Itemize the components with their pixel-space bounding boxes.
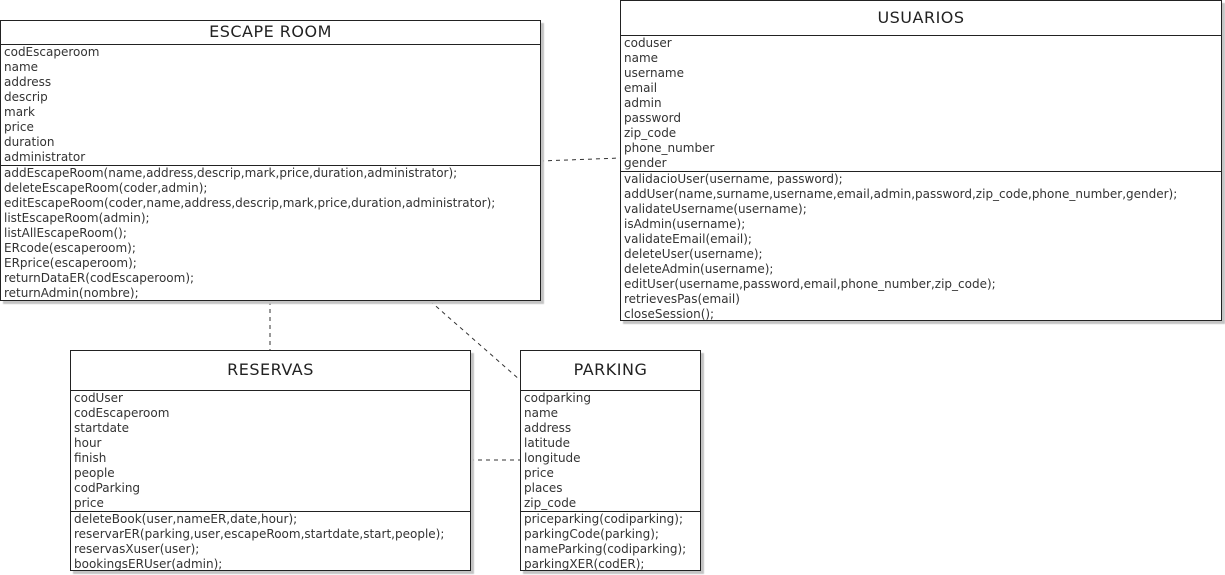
class-parking-attributes: codparking name address latitude longitu… [521, 391, 700, 512]
class-escape-room: ESCAPE ROOM codEscaperoom name address d… [0, 20, 541, 301]
operation: retrievesPas(email) [624, 292, 740, 306]
attribute: duration [4, 135, 55, 149]
attribute: address [524, 421, 572, 435]
attribute: hour [74, 436, 102, 450]
attribute: finish [74, 451, 107, 465]
class-escape-room-operations: addEscapeRoom(name,address,descrip,mark,… [1, 166, 540, 301]
attribute: gender [624, 156, 667, 170]
attribute: administrator [4, 150, 86, 164]
class-usuarios-operations: validacioUser(username, password); addUs… [621, 172, 1221, 322]
operation: addUser(name,surname,username,email,admi… [624, 187, 1178, 201]
attribute: price [74, 496, 104, 510]
class-reservas-title: RESERVAS [71, 351, 470, 391]
attribute: password [624, 111, 681, 125]
operation: reservasXuser(user); [74, 542, 200, 556]
operation: ERprice(escaperoom); [4, 256, 137, 270]
operation: editEscapeRoom(coder,name,address,descri… [4, 196, 496, 210]
attribute: places [524, 481, 563, 495]
attribute: name [524, 406, 559, 420]
class-usuarios-attributes: coduser name username email admin passwo… [621, 36, 1221, 172]
attribute: price [4, 120, 34, 134]
operation: validacioUser(username, password); [624, 172, 843, 186]
operation: validateUsername(username); [624, 202, 807, 216]
operation: validateEmail(email); [624, 232, 752, 246]
operation: returnAdmin(nombre); [4, 286, 139, 300]
attribute: longitude [524, 451, 581, 465]
operation: isAdmin(username); [624, 217, 746, 231]
class-parking: PARKING codparking name address latitude… [520, 350, 701, 571]
operation: listEscapeRoom(admin); [4, 211, 150, 225]
attribute: codEscaperoom [74, 406, 170, 420]
attribute: startdate [74, 421, 130, 435]
attribute: codUser [74, 391, 123, 405]
class-escape-room-attributes: codEscaperoom name address descrip mark … [1, 45, 540, 166]
class-reservas: RESERVAS codUser codEscaperoom startdate… [70, 350, 471, 571]
class-parking-operations: priceparking(codiparking); parkingCode(p… [521, 512, 700, 572]
operation: closeSession(); [624, 307, 715, 321]
attribute: price [524, 466, 554, 480]
attribute: codparking [524, 391, 591, 405]
operation: deleteBook(user,nameER,date,hour); [74, 512, 298, 526]
operation: bookingsERUser(admin); [74, 557, 223, 571]
operation: nameParking(codiparking); [524, 542, 687, 556]
attribute: phone_number [624, 141, 715, 155]
attribute: zip_code [524, 496, 577, 510]
class-usuarios-title: USUARIOS [621, 1, 1221, 36]
operation: deleteEscapeRoom(coder,admin); [4, 181, 208, 195]
attribute: name [624, 51, 659, 65]
attribute: email [624, 81, 658, 95]
attribute: mark [4, 105, 35, 119]
operation: parkingCode(parking); [524, 527, 659, 541]
operation: reservarER(parking,user,escapeRoom,start… [74, 527, 445, 541]
attribute: descrip [4, 90, 48, 104]
attribute: username [624, 66, 684, 80]
class-parking-title: PARKING [521, 351, 700, 391]
link-escape-room-usuarios [539, 157, 622, 162]
operation: parkingXER(codER); [524, 557, 645, 571]
operation: deleteUser(username); [624, 247, 763, 261]
class-usuarios: USUARIOS coduser name username email adm… [620, 0, 1222, 321]
link-escape-room-parking [429, 300, 521, 381]
attribute: coduser [624, 36, 672, 50]
attribute: people [74, 466, 115, 480]
class-escape-room-title: ESCAPE ROOM [1, 21, 540, 45]
attribute: codEscaperoom [4, 45, 100, 59]
operation: priceparking(codiparking); [524, 512, 683, 526]
class-reservas-operations: deleteBook(user,nameER,date,hour); reser… [71, 512, 470, 572]
operation: editUser(username,password,email,phone_n… [624, 277, 996, 291]
attribute: latitude [524, 436, 571, 450]
attribute: address [4, 75, 52, 89]
operation: ERcode(escaperoom); [4, 241, 136, 255]
class-reservas-attributes: codUser codEscaperoom startdate hour fin… [71, 391, 470, 512]
operation: returnDataER(codEscaperoom); [4, 271, 195, 285]
attribute: codParking [74, 481, 141, 495]
operation: listAllEscapeRoom(); [4, 226, 127, 240]
attribute: admin [624, 96, 662, 110]
attribute: zip_code [624, 126, 677, 140]
operation: deleteAdmin(username); [624, 262, 774, 276]
operation: addEscapeRoom(name,address,descrip,mark,… [4, 166, 458, 180]
attribute: name [4, 60, 39, 74]
